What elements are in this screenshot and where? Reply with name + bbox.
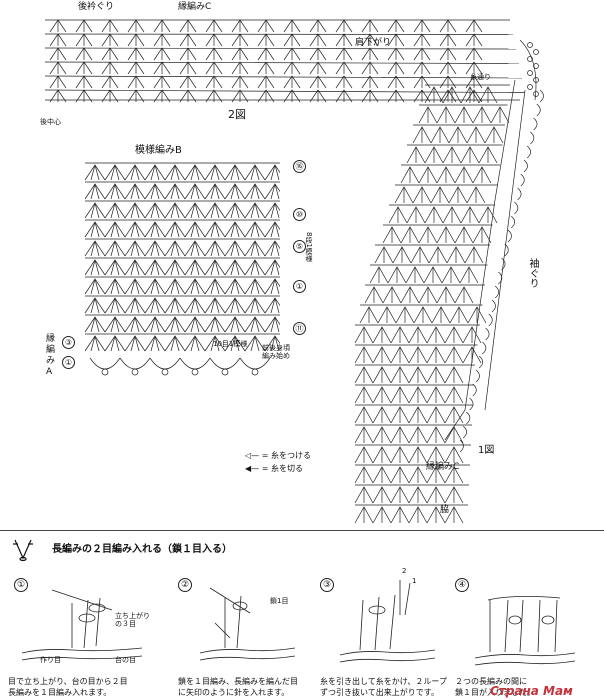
section-divider — [0, 530, 604, 531]
step-3-illustration — [315, 575, 445, 670]
side-label: 脇 — [440, 505, 450, 515]
b-row-16: ⑯ — [293, 160, 306, 173]
tutorial-heading: 長編みの２目編み入れる（鎖１目入る） — [52, 544, 232, 555]
step-3-label-2: 2 — [402, 567, 407, 575]
thread-through-label: 糸通り — [470, 73, 491, 81]
shoulder-line-label: 肩下がり — [355, 38, 392, 48]
b-row-5: ⑤ — [293, 240, 306, 253]
repeat-label: 8段1模様 — [305, 232, 313, 262]
b-row-1a: ① — [293, 280, 306, 293]
edging-a-label: 縁編みA — [46, 334, 56, 377]
b-row-3: ③ — [62, 336, 75, 349]
b-row-11: ⑪ — [293, 322, 306, 335]
sleeve-label: 袖ぐり — [527, 258, 538, 288]
step-1-rise-label: 立ち上がり の３目 — [115, 612, 150, 628]
b-row-10: ⑩ — [293, 208, 306, 221]
edging-c2-label: 縁編みC — [426, 462, 460, 472]
fig1-label: 1図 — [478, 445, 495, 456]
pattern-b-chart — [84, 162, 286, 376]
legend-cut-text: = 糸を切る — [261, 464, 303, 473]
step-1-base-label: 台の目 — [115, 656, 136, 664]
right-chart-panel — [335, 79, 560, 530]
pattern-b-title: 模様編みB — [135, 145, 182, 156]
neck-edge-label: 後衿ぐり — [78, 2, 115, 12]
step-1-illustration — [12, 578, 162, 668]
step-3-caption: 糸を引き出して糸をかけ、２ループ ずつ引き抜いて出来上がりです。 — [320, 677, 447, 697]
step-2-caption: 鎖を１目編み、長編みを編んだ目 に矢印のように針を入れます。 — [178, 677, 298, 697]
right-chart — [354, 79, 544, 524]
top-chart — [44, 19, 539, 103]
step-4-caption: ２つの長編みの間に 鎖１目が入りました。 — [455, 677, 535, 697]
legend-cut: ◀— = 糸を切る — [245, 463, 303, 474]
legend-attach: ◁— = 糸をつける — [245, 450, 311, 461]
step-3-label-1: 1 — [412, 577, 417, 585]
pattern-b-chart-panel — [80, 158, 286, 383]
top-chart-panel — [40, 0, 560, 135]
fig2-label: 2図 — [228, 108, 246, 121]
watermark: Страна Мам — [490, 684, 573, 698]
tenth-repeat-label: 10目1模様 — [213, 340, 248, 348]
front-back-start-label: 前後身頃 編み始め — [262, 344, 290, 360]
tutorial-symbol-icon — [12, 538, 36, 562]
edging-c-label: 縁編みC — [178, 2, 212, 12]
step-3-number: ③ — [320, 578, 334, 592]
attach-arrow-icon: ◁— — [245, 451, 260, 460]
step-1-foundation-label: 作り目 — [40, 656, 61, 664]
b-row-1b: ① — [62, 356, 75, 369]
step-2-chain-label: 鎖1目 — [270, 597, 289, 605]
step-2-number: ② — [178, 578, 192, 592]
step-4-illustration — [460, 580, 585, 670]
step-4-number: ④ — [455, 578, 469, 592]
step-1-caption: 目で立ち上がり、台の目から２目 長編みを１目編み入れます。 — [8, 677, 128, 697]
legend-attach-text: = 糸をつける — [261, 451, 311, 460]
step-1-number: ① — [14, 578, 28, 592]
back-center-label: 後中心 — [40, 118, 61, 126]
step-2-illustration — [175, 578, 310, 668]
cut-arrow-icon: ◀— — [245, 464, 260, 473]
